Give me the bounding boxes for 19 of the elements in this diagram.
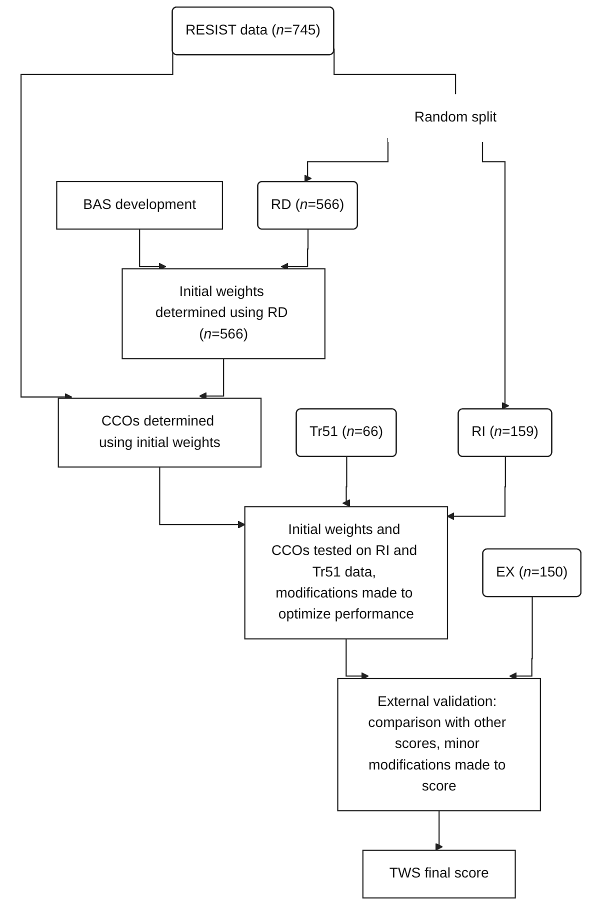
arrow (346, 638, 369, 680)
node-box: Initial weights determined using RD (n=566) (122, 268, 326, 360)
node-text: Random split (414, 110, 497, 126)
arrow (446, 456, 506, 520)
arrow (509, 597, 533, 680)
node-box: Initial weights and CCOs tested on RI and Tr51 data, modifications made to optimize performance (244, 506, 448, 640)
arrow (482, 142, 510, 410)
node-box: CCOs determined using initial weights (58, 398, 262, 468)
node-box: TWS final score (362, 850, 516, 898)
arrow (280, 230, 309, 270)
node-box: External validation: comparison with other scores, minor modifications made to score (337, 678, 542, 812)
arrow (435, 810, 443, 851)
arrow (199, 358, 224, 400)
node-box: BAS development (56, 180, 224, 230)
arrow (304, 138, 389, 182)
connector (334, 48, 456, 95)
arrow (159, 467, 246, 528)
arrow (342, 456, 350, 508)
arrow (139, 229, 166, 270)
